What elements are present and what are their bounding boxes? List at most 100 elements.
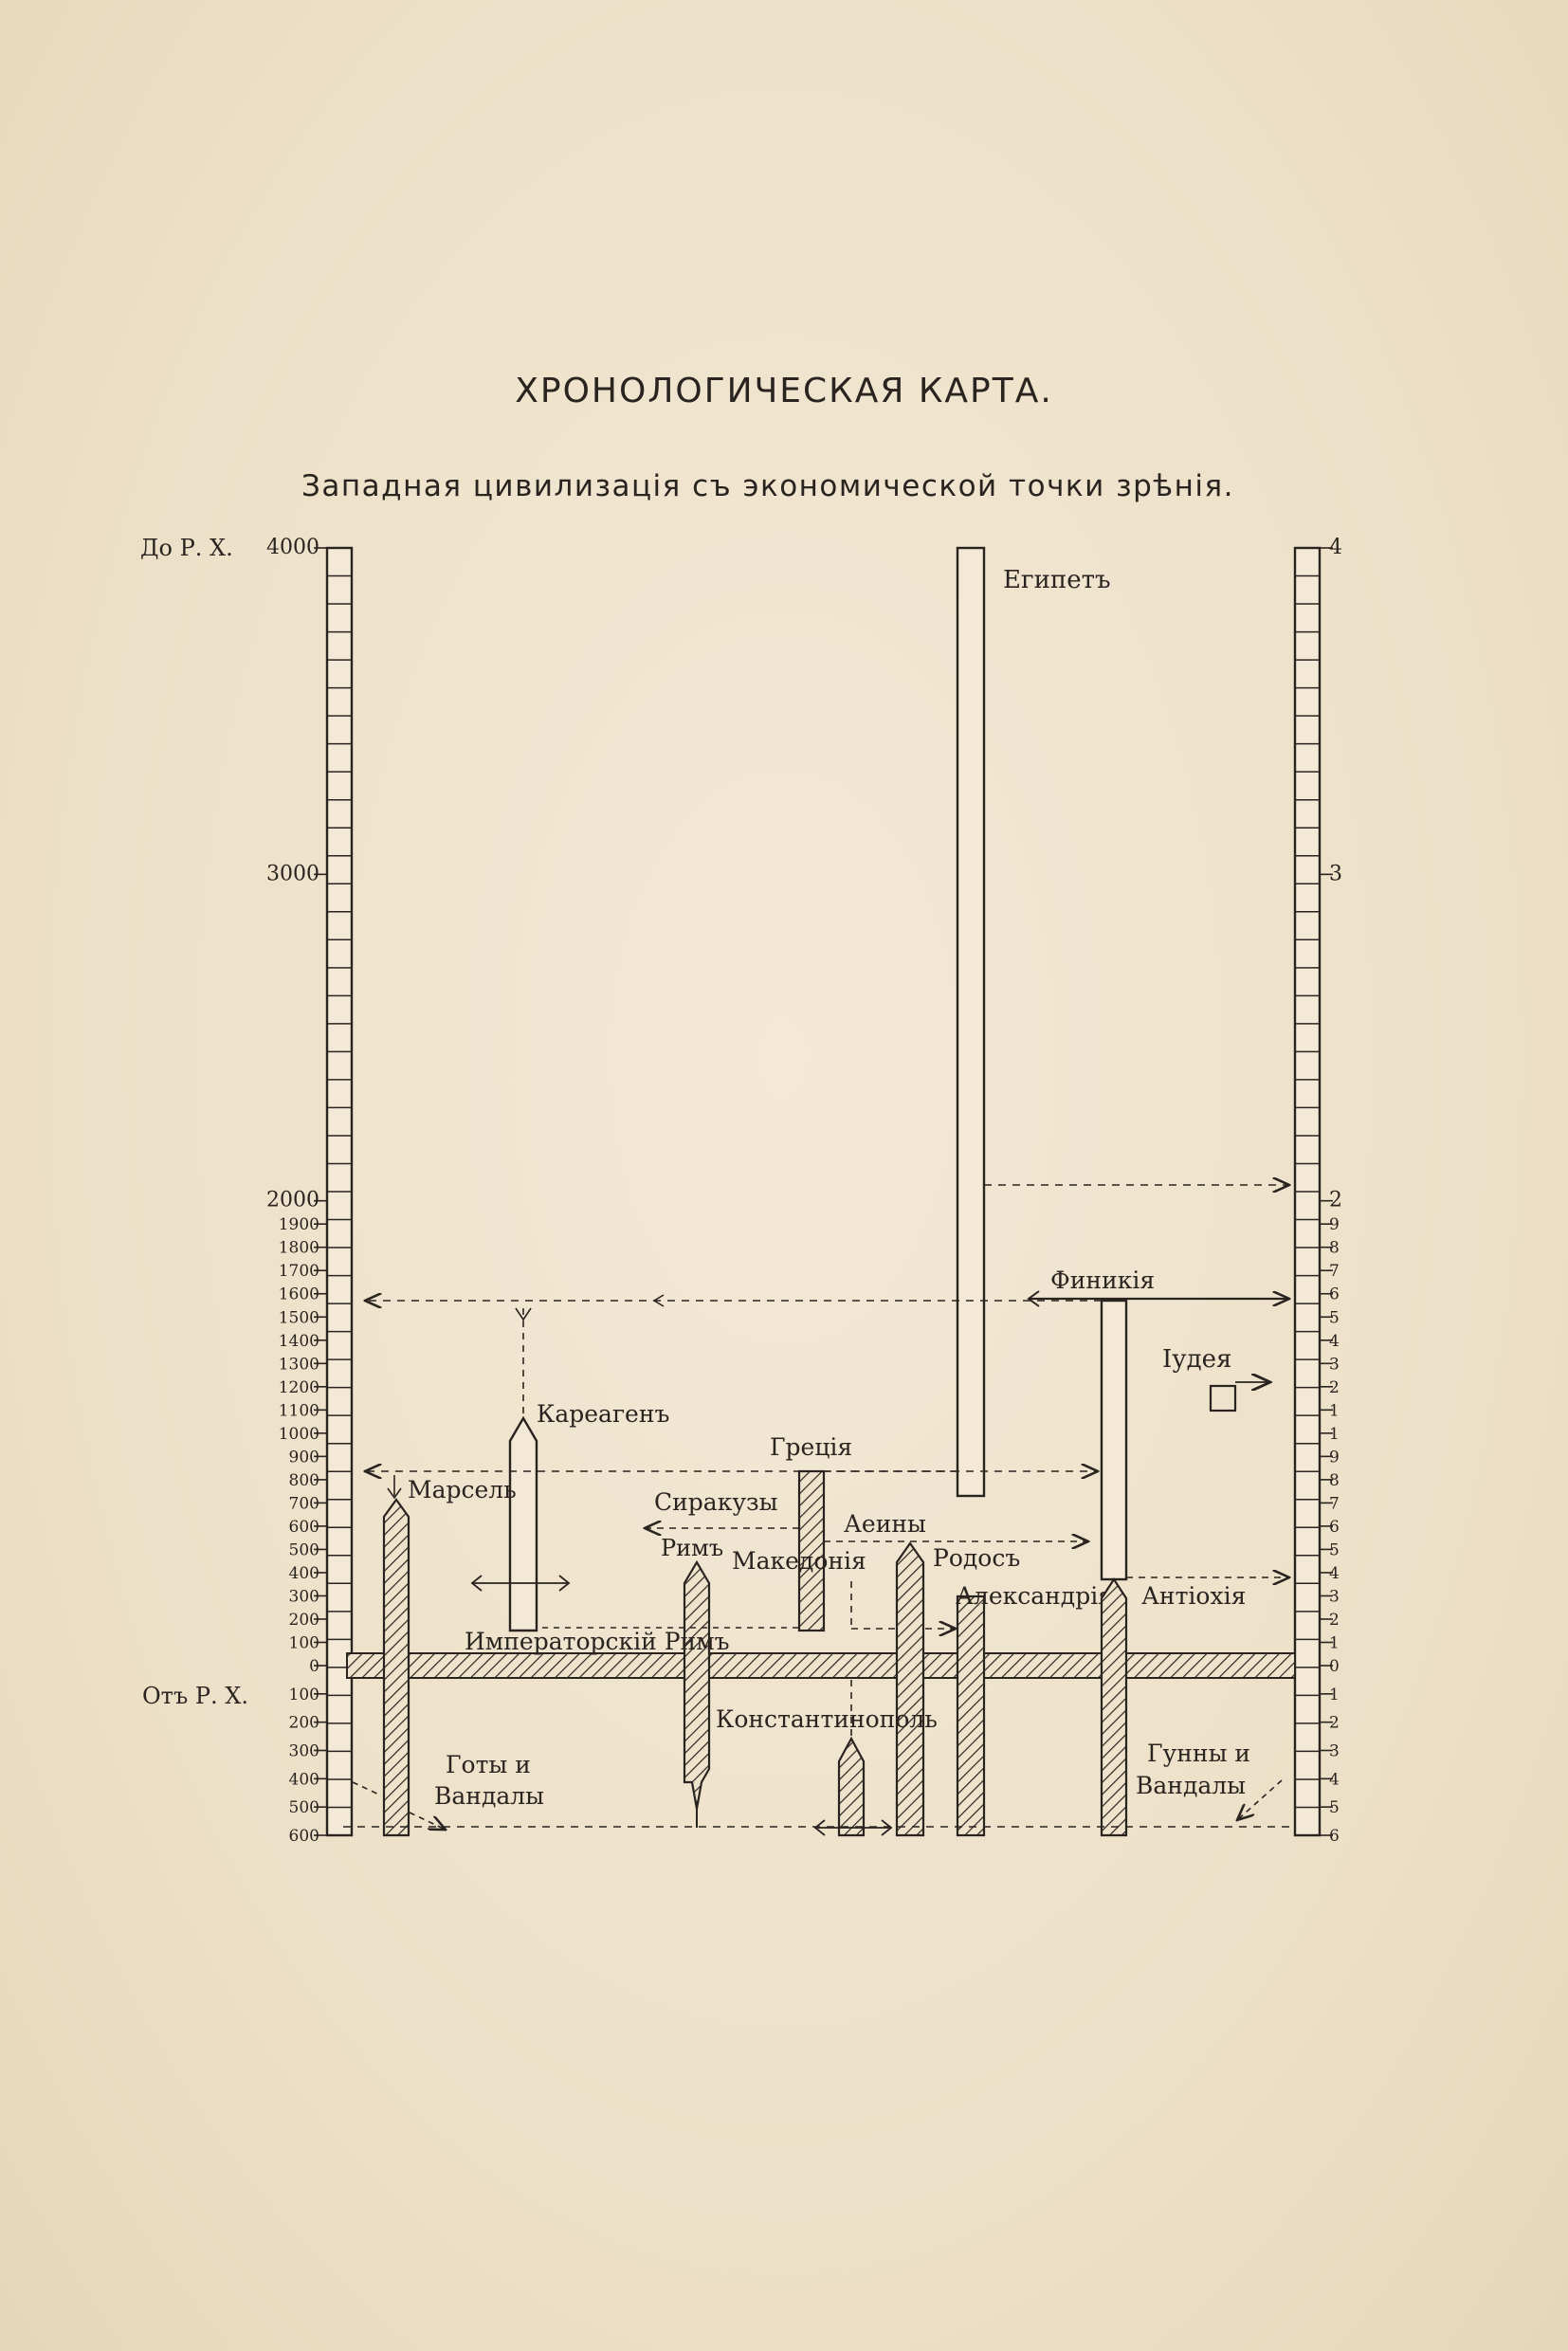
right-scale-tick-label: 1 [1329, 1401, 1340, 1420]
phoenicia-left-arrow [1027, 1290, 1040, 1307]
right-scale-tick-label: 6 [1329, 1518, 1340, 1537]
left-scale-tick-label: 0 [309, 1657, 319, 1676]
phoenicia-bar [1100, 1299, 1128, 1581]
constantinople-spread-arrows [813, 1819, 893, 1836]
left-scale-tick-label: 1000 [279, 1425, 319, 1444]
chart-title: ХРОНОЛОГИЧЕСКАЯ КАРТА. [515, 372, 1053, 410]
right-scale-tick-label: 1 [1329, 1686, 1340, 1704]
right-scale-tick-label: 3 [1329, 1587, 1340, 1606]
right-scale-tick-label: 2 [1329, 1189, 1342, 1212]
goths-label-line2: Вандалы [434, 1782, 544, 1810]
bc-era-label: До Р. Х. [140, 535, 233, 561]
right-scale-tick-label: 6 [1329, 1285, 1340, 1304]
constantinople-label: Константинополь [716, 1705, 938, 1733]
antioch-label: Антіохія [1141, 1582, 1246, 1610]
left-scale-tick-label: 1600 [279, 1285, 319, 1304]
right-scale-tick-label: 1 [1329, 1425, 1340, 1444]
left-scale-tick-label: 1700 [279, 1262, 319, 1281]
marseille-bar [382, 1498, 410, 1837]
right-scale-tick-label: 4 [1329, 1564, 1340, 1583]
left-scale-tick-label: 1500 [279, 1308, 319, 1327]
left-scale-tick-label: 800 [289, 1471, 319, 1490]
goths-label-line1: Готы и [446, 1751, 531, 1778]
right-scale-tick-label: 2 [1329, 1611, 1340, 1630]
left-scale-tick-label: 4000 [266, 536, 319, 559]
right-scale-tick-label: 2 [1329, 1378, 1340, 1397]
imperial-rome-label: Императорскій Римъ [465, 1628, 730, 1655]
right-scale-tick-label: 4 [1329, 536, 1342, 559]
phoenicia-label: Финикія [1050, 1267, 1155, 1294]
phoenicia-mid-arrow [652, 1294, 665, 1307]
carthage-spread-arrows [470, 1575, 571, 1592]
right-scale-tick-label: 6 [1329, 1827, 1340, 1846]
rome-label: Римъ [661, 1535, 723, 1561]
left-scale-tick-label: 1800 [279, 1239, 319, 1258]
left-scale-tick-label: 1100 [279, 1401, 319, 1420]
right-scale-tick-label: 4 [1329, 1770, 1340, 1789]
marseille-label: Марсель [408, 1476, 517, 1504]
goths-arrow-left [352, 1781, 382, 1796]
athens-label: Аеины [844, 1510, 926, 1538]
left-scale-tick-label: 500 [289, 1540, 319, 1559]
right-scale-tick-label: 8 [1329, 1239, 1340, 1258]
goths-arrow-right [409, 1812, 446, 1830]
left-scale-tick-label: 1900 [279, 1215, 319, 1234]
huns-label-line2: Вандалы [1136, 1772, 1246, 1799]
right-scale-tick-label: 5 [1329, 1540, 1340, 1559]
right-scale-tick-label: 3 [1329, 1355, 1340, 1374]
rhodes-bar [895, 1541, 925, 1837]
right-scale-tick-label: 2 [1329, 1714, 1340, 1733]
right-scale-tick-label: 0 [1329, 1657, 1340, 1676]
left-scale-tick-label: 1300 [279, 1355, 319, 1374]
left-scale-tick-label: 3000 [266, 862, 319, 885]
right-scale-tick-label: 9 [1329, 1215, 1340, 1234]
antioch-bar [1100, 1576, 1128, 1837]
left-scale-tick-label: 300 [289, 1742, 319, 1761]
carthage-label: Кареагенъ [537, 1400, 669, 1428]
left-scale-tick-label: 500 [289, 1798, 319, 1817]
alexandria-label: Александрія [956, 1582, 1113, 1610]
judea-box [1209, 1384, 1237, 1412]
right-scale-tick-label: 3 [1329, 862, 1342, 885]
right-scale-tick-label: 9 [1329, 1448, 1340, 1467]
right-scale-tick-label: 5 [1329, 1798, 1340, 1817]
greece-bar [797, 1469, 826, 1632]
egypt-label: Египетъ [1003, 566, 1111, 594]
right-scale-tick-label: 3 [1329, 1742, 1340, 1761]
left-scale-tick-label: 100 [289, 1686, 319, 1704]
left-year-scale: 4000300020001900180017001600150014001300… [266, 536, 354, 1846]
carthage-bar [508, 1415, 538, 1632]
marseille-arrowhead [387, 1487, 402, 1500]
judea-label: Іудея [1162, 1345, 1231, 1374]
egypt-bar [956, 546, 986, 1498]
rhodes-label: Родосъ [933, 1544, 1020, 1572]
chart-subtitle: Западная цивилизація съ экономической то… [301, 469, 1234, 503]
right-scale-tick-label: 8 [1329, 1471, 1340, 1490]
left-scale-tick-label: 700 [289, 1494, 319, 1513]
right-scale-tick-label: 7 [1329, 1494, 1340, 1513]
right-scale-tick-label: 4 [1329, 1332, 1340, 1351]
left-scale-tick-label: 600 [289, 1518, 319, 1537]
carthage-origin-arrow [515, 1307, 532, 1321]
rome-bar [683, 1559, 711, 1810]
alexandria-bar [956, 1595, 986, 1837]
left-scale-tick-label: 200 [289, 1714, 319, 1733]
right-scale-tick-label: 7 [1329, 1262, 1340, 1281]
left-scale-tick-label: 300 [289, 1587, 319, 1606]
macedonia-label: Македонія [732, 1547, 866, 1575]
left-scale-tick-label: 1200 [279, 1378, 319, 1397]
left-scale-tick-label: 200 [289, 1611, 319, 1630]
left-scale-tick-label: 600 [289, 1827, 319, 1846]
constantinople-bar [837, 1736, 866, 1837]
ad-era-label: Отъ Р. Х. [142, 1683, 248, 1709]
right-scale-tick-label: 5 [1329, 1308, 1340, 1327]
left-scale-tick-label: 400 [289, 1564, 319, 1583]
left-scale-tick-label: 1400 [279, 1332, 319, 1351]
huns-label-line1: Гунны и [1147, 1740, 1250, 1767]
greece-label: Греція [770, 1433, 852, 1461]
imperial-rome-band [346, 1652, 1296, 1679]
left-scale-tick-label: 900 [289, 1448, 319, 1467]
